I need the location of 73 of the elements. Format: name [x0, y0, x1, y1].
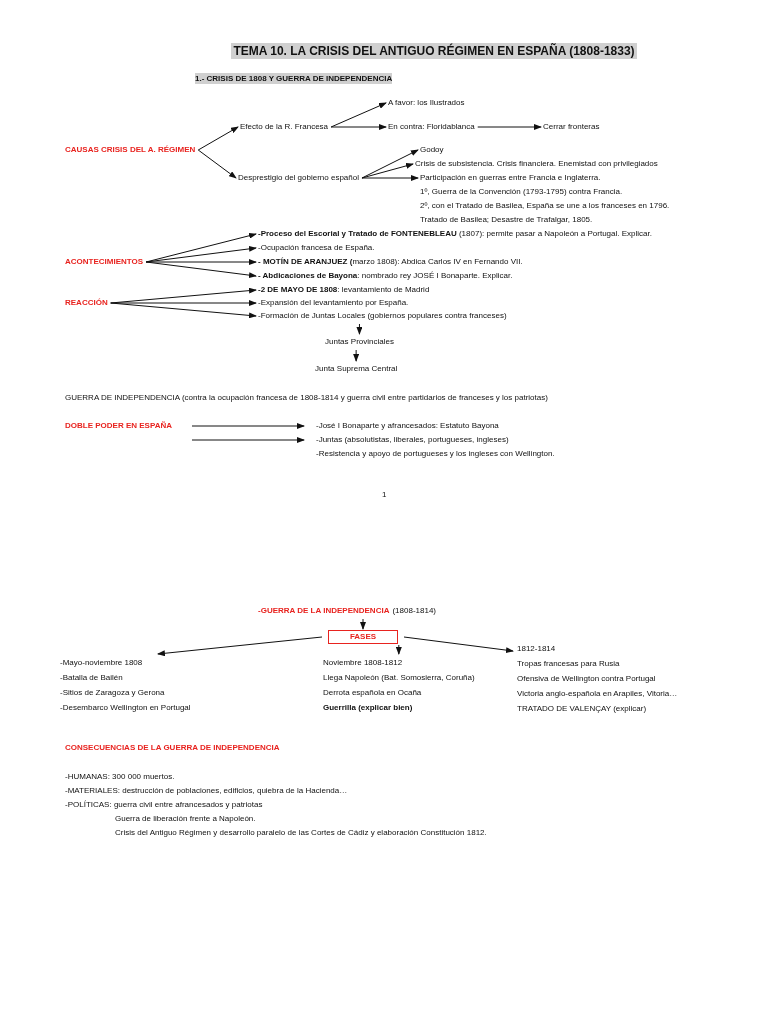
concept-text: -Juntas (absolutistas, liberales, portugueses, ingleses) — [316, 433, 509, 447]
text-line: 2º, con el Tratado de Basilea, España se une a los franceses en 1796. — [420, 200, 670, 212]
concept-text: -Expansión del levantamiento por España. — [258, 296, 409, 310]
arrow — [330, 102, 387, 128]
text-line: 1812-1814 — [517, 643, 557, 655]
note-text: -HUMANAS: 300 000 muertos. — [65, 771, 175, 783]
arrow — [110, 287, 257, 304]
concept-text: En contra: Floridablanca — [388, 120, 475, 134]
text-line: Llega Napoleón (Bat. Somosierra, Coruña) — [323, 672, 475, 684]
page-title: TEMA 10. LA CRISIS DEL ANTIGUO RÉGIMEN EN ESPAÑA (1808-1833) — [231, 43, 637, 59]
concept-text: -Proceso del Escorial y Tratado de FONTENEBLEAU (1807): permite pasar a Napoleón a Portugal. Explicar. — [258, 227, 652, 241]
text-line: Victoria anglo-española en Arapiles, Vitoria… — [517, 688, 678, 700]
text-line: Ofensiva de Wellington contra Portugal — [517, 673, 657, 685]
text-line: -GUERRA DE LA INDEPENDENCIA — [258, 606, 390, 615]
arrow — [361, 175, 419, 181]
section-heading: 1.- CRISIS DE 1808 Y GUERRA DE INDEPENDENCIA — [195, 73, 393, 84]
concept-text: -Ocupación francesa de España. — [258, 241, 375, 255]
section-heading: CONSECUENCIAS DE LA GUERRA DE INDEPENDENCIA — [65, 742, 280, 754]
text-line: -Desembarco Wellington en Portugal — [60, 702, 191, 714]
concept-text: REACCIÓN — [65, 296, 108, 310]
concept-text: -2 DE MAYO DE 1808: levantamiento de Madrid — [258, 283, 430, 297]
note-text: -Resistencia y apoyo de portugueses y los ingleses con Wellington. — [316, 448, 555, 460]
arrow — [197, 126, 239, 151]
concept-text: -Formación de Juntas Locales (gobiernos populares contra franceses) — [258, 309, 507, 323]
arrow — [353, 349, 360, 362]
concept-text: Godoy — [420, 143, 444, 157]
arrow — [191, 437, 305, 443]
arrow — [361, 149, 419, 179]
arrow — [403, 636, 514, 654]
concept-text: Crisis de subsistencia. Crisis financiera. Enemistad con privilegiados — [415, 157, 658, 171]
arrow — [145, 245, 257, 263]
note-text: Crisis del Antiguo Régimen y desarrollo paralelo de las Cortes de Cádiz y elaboración Constitución 1812. — [115, 827, 487, 839]
concept-text: CAUSAS CRISIS DEL A. RÉGIMEN — [65, 143, 196, 157]
arrow — [110, 302, 257, 319]
note-text: -POLÍTICAS: guerra civil entre afrancesados y patriotas — [65, 799, 263, 811]
arrow — [330, 124, 387, 130]
arrow — [197, 149, 237, 179]
arrow — [477, 124, 542, 130]
concept-text: Desprestigio del gobierno español — [238, 171, 359, 185]
text-line: Tropas francesas para Rusia — [517, 658, 621, 670]
note-text: Guerra de liberación frente a Napoleón. — [115, 813, 256, 825]
text-line: Noviembre 1808-1812 — [323, 657, 404, 669]
text-line: Guerrilla (explicar bien) — [323, 702, 414, 714]
concept-text: - MOTÍN DE ARANJUEZ (marzo 1808): Abdica Carlos IV en Fernando VII. — [258, 255, 523, 269]
text-line: Participación en guerras entre Francia e Inglaterra. — [420, 172, 602, 184]
concept-text: DOBLE PODER EN ESPAÑA — [65, 419, 172, 433]
text-line: -Batalla de Bailén — [60, 672, 124, 684]
concept-text: Cerrar fronteras — [543, 120, 600, 134]
page-number: 1 — [382, 489, 387, 501]
text-line: -Sitios de Zaragoza y Gerona — [60, 687, 166, 699]
text-line: -Mayo-noviembre 1808 — [60, 657, 144, 669]
text-line: Tratado de Basilea; Desastre de Trafalgar, 1805. — [420, 214, 594, 226]
arrow — [145, 261, 257, 279]
arrow — [191, 423, 305, 429]
concept-text: A favor: los Ilustrados — [388, 96, 465, 110]
note-text: -MATERIALES: destrucción de poblaciones, edificios, quiebra de la Hacienda… — [65, 785, 348, 797]
concept-text: Juntas Provinciales — [325, 335, 394, 349]
text-line: (1808-1814) — [392, 606, 436, 615]
concept-text: - Abdicaciones de Bayona: nombrado rey JOSÉ I Bonaparte. Explicar. — [258, 269, 513, 283]
text-line: TRATADO DE VALENÇAY (explicar) — [517, 703, 648, 715]
arrow — [360, 618, 366, 630]
arrow — [395, 644, 402, 655]
concept-text: ACONTECIMIENTOS — [65, 255, 144, 269]
concept-text: -José I Bonaparte y afrancesados: Estatuto Bayona — [316, 419, 499, 433]
concept-text: Junta Suprema Central — [315, 362, 398, 376]
arrow — [156, 636, 323, 657]
note-text: GUERRA DE INDEPENDENCIA (contra la ocupación francesa de 1808-1814 y guerra civil entre partidarios de franceses y los patriotas) — [65, 392, 548, 404]
arrow — [356, 323, 363, 335]
concept-text: Efecto de la R. Francesa — [240, 120, 329, 134]
phase-box: FASES — [328, 630, 398, 644]
arrow — [361, 162, 414, 179]
text-line: 1º, Guerra de la Convención (1793-1795) contra Francia. — [420, 186, 624, 198]
text-line: Derrota española en Ocaña — [323, 687, 423, 699]
